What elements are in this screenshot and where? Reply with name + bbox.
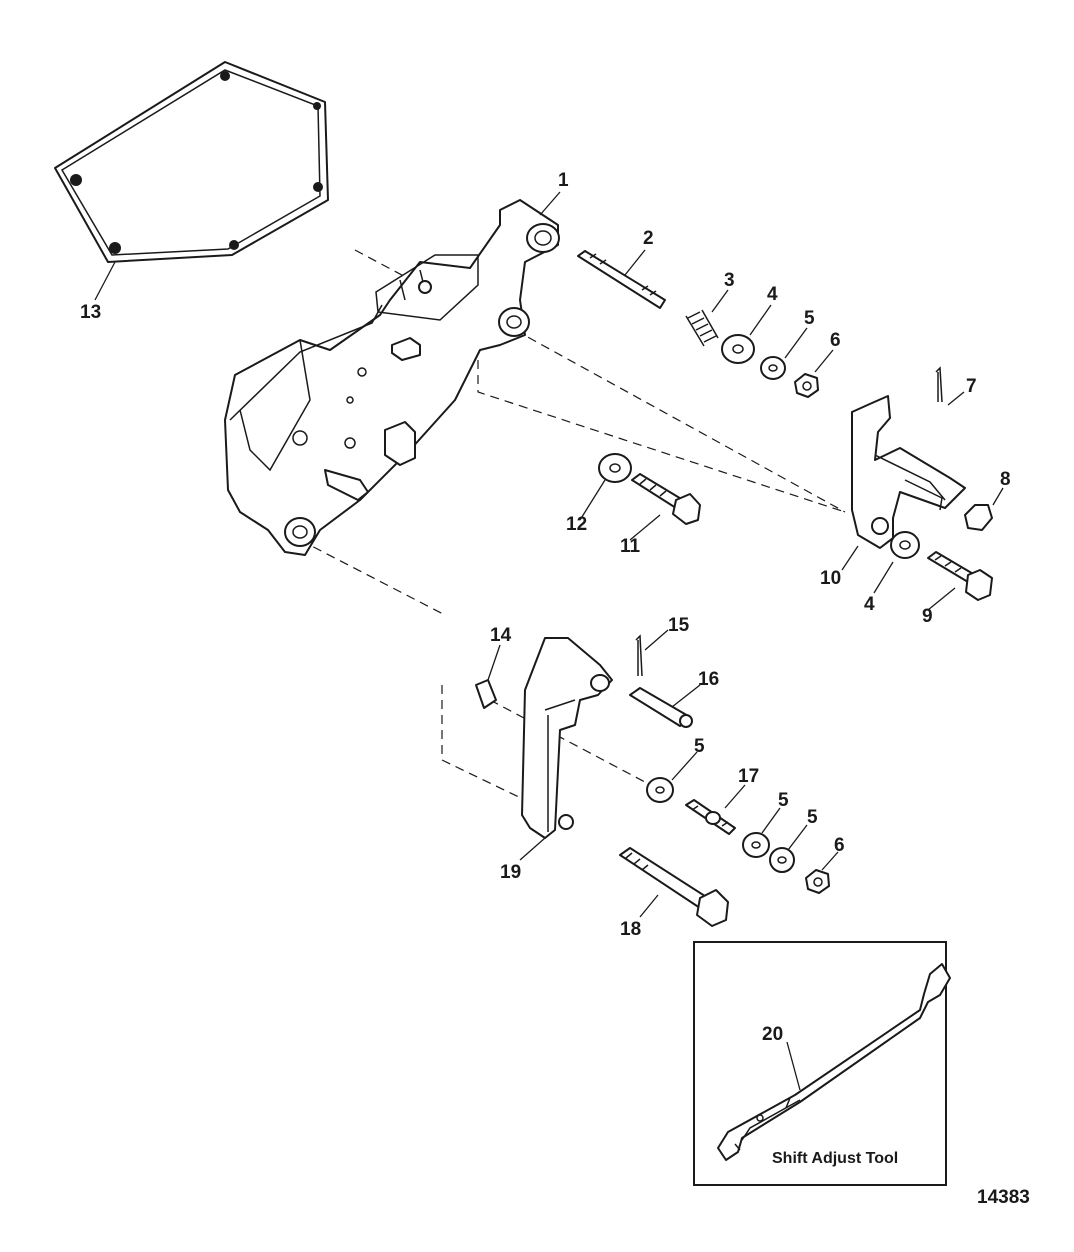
clip-part [475,679,497,709]
callout-2: 2 [643,228,654,249]
callout-19: 19 [500,862,521,883]
callout-5: 5 [804,308,815,329]
nut-part [794,373,819,398]
callout-12: 12 [566,514,587,535]
callout-7: 7 [966,376,977,397]
cotter-pin-part [935,366,943,403]
washer-part [598,453,632,483]
spring-part [685,309,719,347]
callout-5: 5 [807,807,818,828]
washer-part [721,334,755,364]
callout-8: 8 [1000,469,1011,490]
callout-leaders [94,191,1004,918]
lower-lever-part [521,637,613,839]
stud-part [685,799,736,835]
bushing-part [964,504,993,531]
stud-part [577,250,666,309]
callout-6: 6 [830,330,841,351]
shift-lever-part [851,395,966,549]
shift-adjust-tool-inset: 20 Shift Adjust Tool [693,941,951,1186]
washer-part [769,847,795,873]
inset-label: Shift Adjust Tool [772,1150,898,1167]
cotter-pin-part [635,634,643,677]
callout-16: 16 [698,669,719,690]
callout-4: 4 [767,284,778,305]
callout-15: 15 [668,615,690,636]
callout-14: 14 [490,625,512,646]
washer-part [760,356,786,380]
bolt-part [631,473,701,525]
callout-5: 5 [694,736,705,757]
washer-part [890,531,920,559]
callout-5: 5 [778,790,789,811]
nut-part [805,869,830,894]
callout-labels: 1 2 3 4 5 6 7 8 10 4 9 12 11 13 14 15 16… [80,170,1011,940]
callout-10: 10 [820,568,841,589]
callout-4: 4 [864,594,875,615]
bolt-part [619,847,729,927]
callout-13: 13 [80,302,101,323]
callout-11: 11 [620,536,641,557]
shift-bracket-part [224,199,560,556]
callout-18: 18 [620,919,641,940]
callout-3: 3 [724,270,735,291]
callout-9: 9 [922,606,933,627]
callout-20: 20 [762,1024,783,1045]
figure-number: 14383 [977,1187,1030,1208]
cover-plate-part [54,61,329,263]
callout-6: 6 [834,835,845,856]
bolt-part [927,551,993,601]
callout-17: 17 [738,766,759,787]
callout-1: 1 [558,170,569,191]
washer-part [646,777,674,803]
washer-part [742,832,770,858]
pin-part [629,687,693,728]
